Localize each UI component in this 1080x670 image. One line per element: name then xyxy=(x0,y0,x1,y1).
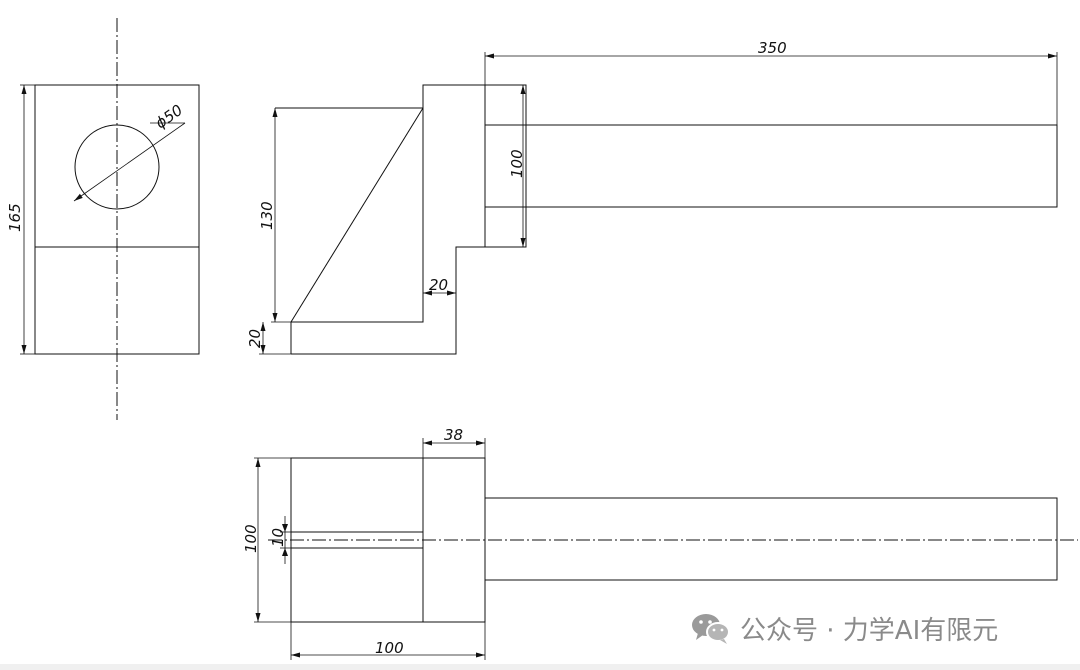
dim-phi50: ϕ50 xyxy=(152,101,186,132)
wedge-diagonal xyxy=(290,107,424,323)
watermark: 公众号 · 力学AI有限元 xyxy=(690,610,998,646)
dim-100-side: 100 xyxy=(508,149,526,178)
plan-arm-outline xyxy=(484,497,1058,581)
watermark-text: 公众号 · 力学AI有限元 xyxy=(740,615,999,646)
dim-350: 350 xyxy=(758,39,787,57)
dim-100-plan-h: 100 xyxy=(375,639,404,657)
dim-20-step: 20 xyxy=(429,276,448,294)
wechat-icon xyxy=(692,614,730,644)
dim-100-plan-v: 100 xyxy=(242,524,260,553)
dim-165: 165 xyxy=(6,203,24,232)
dim-10-arrow-bot xyxy=(282,548,288,556)
bottom-band xyxy=(0,664,1080,670)
left-view: ϕ50 165 xyxy=(6,18,200,420)
arm-outline xyxy=(484,124,1058,208)
dim-10: 10 xyxy=(269,528,287,547)
dim-38: 38 xyxy=(444,426,463,444)
phi50-leader xyxy=(73,122,186,202)
plan-view: 38 100 10 100 xyxy=(242,426,1078,660)
front-view: 350 100 130 20 20 xyxy=(246,39,1058,355)
dim-20-base: 20 xyxy=(246,329,264,348)
dim-130: 130 xyxy=(258,201,276,230)
dim-10-arrow-top xyxy=(282,524,288,532)
